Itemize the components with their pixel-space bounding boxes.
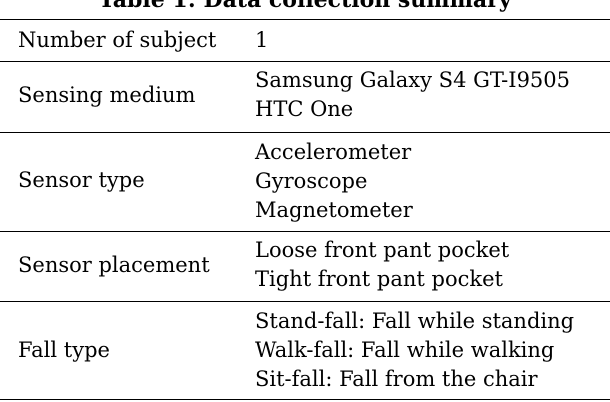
row-values-sensor-placement: Loose front pant pocket Tight front pant… — [255, 236, 509, 294]
row-values-number-of-subject: 1 — [255, 26, 268, 55]
value-line: 1 — [255, 28, 269, 52]
value-line: Stand-fall: Fall while standing — [255, 309, 575, 333]
value-line: HTC One — [255, 97, 354, 121]
row-label-fall-type: Fall type — [18, 338, 110, 362]
table-caption: Table 1: Data collection summary — [98, 0, 512, 13]
row-values-sensing-medium: Samsung Galaxy S4 GT-I9505 HTC One — [255, 66, 570, 124]
row-divider — [0, 132, 610, 133]
row-values-sensor-type: Accelerometer Gyroscope Magnetometer — [255, 138, 413, 225]
row-divider — [0, 301, 610, 302]
table-bottom-rule — [0, 399, 610, 400]
row-divider — [0, 231, 610, 232]
table-top-rule — [0, 19, 610, 20]
row-label-sensor-placement: Sensor placement — [18, 253, 210, 277]
value-line: Accelerometer — [255, 140, 412, 164]
row-label-sensing-medium: Sensing medium — [18, 83, 196, 107]
row-label-sensor-type: Sensor type — [18, 168, 145, 192]
value-line: Samsung Galaxy S4 GT-I9505 — [255, 68, 571, 92]
value-line: Magnetometer — [255, 198, 413, 222]
value-line: Tight front pant pocket — [255, 267, 503, 291]
row-values-fall-type: Stand-fall: Fall while standing Walk-fal… — [255, 307, 574, 394]
value-line: Gyroscope — [255, 169, 368, 193]
value-line: Walk-fall: Fall while walking — [255, 338, 555, 362]
value-line: Loose front pant pocket — [255, 238, 510, 262]
row-label-number-of-subject: Number of subject — [18, 28, 217, 52]
value-line: Sit-fall: Fall from the chair — [255, 367, 538, 391]
row-divider — [0, 61, 610, 62]
